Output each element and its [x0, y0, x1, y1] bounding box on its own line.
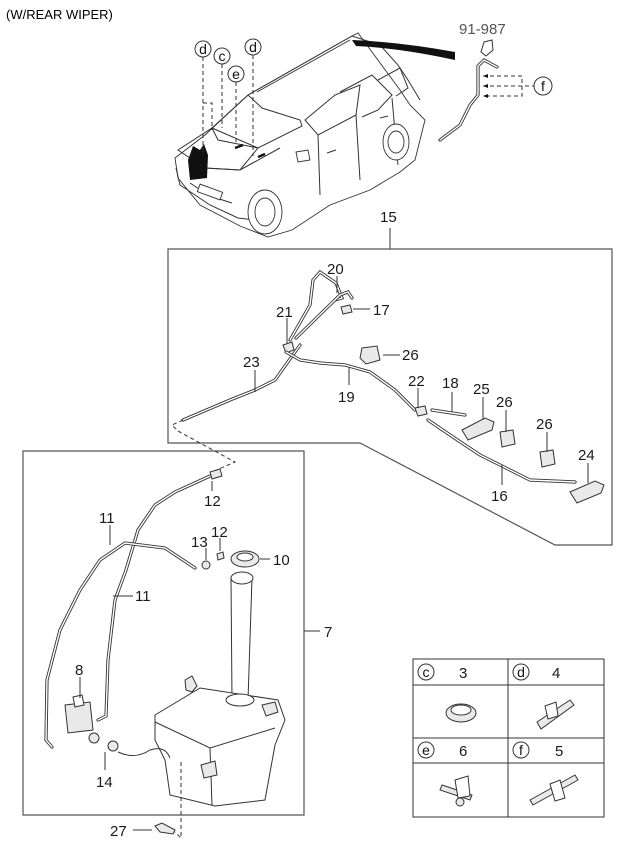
nozzle-17	[340, 304, 353, 315]
diagram-title: (W/REAR WIPER)	[6, 7, 113, 22]
label-12-lower: 12	[211, 524, 228, 541]
label-24: 24	[578, 447, 595, 464]
legend-cell-f: f 5	[512, 741, 579, 806]
clip-26-b	[499, 429, 516, 448]
legend-cell-e: e 6	[417, 741, 473, 807]
svg-text:d: d	[249, 39, 257, 55]
svg-text:c: c	[219, 48, 226, 64]
label-26-c: 26	[536, 416, 553, 433]
label-8: 8	[75, 662, 83, 679]
grommet-14	[107, 740, 119, 752]
label-25: 25	[473, 381, 490, 398]
callout-d-left: d	[194, 40, 212, 152]
clip-26-c	[539, 449, 556, 468]
svg-text:d: d	[199, 41, 207, 57]
legend-part-no-e: 6	[459, 743, 467, 760]
bolt-27	[154, 822, 176, 835]
svg-text:e: e	[232, 66, 240, 82]
callout-c: c	[213, 47, 231, 128]
clip-e-icon	[439, 775, 473, 807]
rear-hose-route	[352, 40, 455, 60]
clip-f-icon	[529, 774, 579, 806]
assembly-7-frame	[22, 450, 305, 816]
hose-clip-icon	[536, 699, 575, 730]
label-11-right: 11	[135, 588, 151, 605]
label-23: 23	[243, 354, 260, 371]
reservoir-location-marker	[188, 144, 208, 180]
bracket-25	[461, 417, 495, 441]
label-14: 14	[96, 774, 113, 791]
legend-table: c 3 d 4 e 6	[412, 658, 605, 818]
label-16: 16	[491, 488, 508, 505]
legend-part-no-f: 5	[555, 743, 563, 760]
rear-tailgate-hose: 91-987 f	[438, 21, 553, 142]
vehicle-callouts: d c e d	[194, 38, 262, 156]
label-13: 13	[191, 534, 208, 551]
connector-12-upper	[209, 468, 223, 480]
legend-cell-c: c 3	[417, 663, 477, 723]
legend-part-no-c: 3	[459, 665, 467, 682]
grommet-icon	[445, 703, 477, 723]
bracket-24	[569, 480, 605, 504]
label-22: 22	[408, 373, 425, 390]
svg-text:d: d	[517, 664, 525, 680]
label-26-a: 26	[402, 347, 419, 364]
connector-12-lower	[216, 551, 225, 561]
label-17: 17	[373, 302, 390, 319]
svg-text:c: c	[423, 664, 430, 680]
tank-mount	[184, 675, 198, 693]
callout-d-right: d	[244, 38, 262, 156]
rear-nozzle-cap	[480, 39, 494, 57]
label-12-upper: 12	[204, 493, 221, 510]
reference-code: 91-987	[459, 21, 506, 38]
label-19: 19	[338, 389, 355, 406]
label-21: 21	[276, 304, 293, 321]
label-11-left: 11	[99, 510, 115, 527]
clip-26-a	[359, 345, 381, 365]
legend-cell-d: d 4	[512, 663, 575, 730]
washer-pump-8	[64, 701, 94, 734]
assembly-15-frame	[167, 248, 613, 546]
hose-assembly-15: 15	[167, 209, 613, 546]
connector-22	[414, 405, 428, 417]
label-18: 18	[442, 375, 459, 392]
label-10: 10	[273, 552, 290, 569]
washer-reservoir-tank	[154, 687, 286, 807]
callout-f: f	[533, 76, 553, 96]
tank-bracket	[261, 701, 279, 717]
label-15: 15	[380, 209, 397, 226]
svg-text:f: f	[519, 742, 523, 758]
grommet-13	[201, 560, 211, 570]
connector-21	[282, 341, 295, 354]
svg-text:f: f	[541, 78, 545, 94]
label-7: 7	[324, 624, 332, 641]
label-20: 20	[327, 261, 344, 278]
label-27: 27	[110, 823, 127, 840]
svg-text:e: e	[422, 742, 430, 758]
reservoir-assembly-7: 7	[22, 430, 332, 840]
label-26-b: 26	[496, 394, 513, 411]
callout-e: e	[227, 65, 245, 145]
tank-clip	[200, 760, 218, 779]
vehicle-illustration	[174, 32, 455, 238]
legend-part-no-d: 4	[552, 665, 560, 682]
filler-neck	[230, 577, 253, 701]
